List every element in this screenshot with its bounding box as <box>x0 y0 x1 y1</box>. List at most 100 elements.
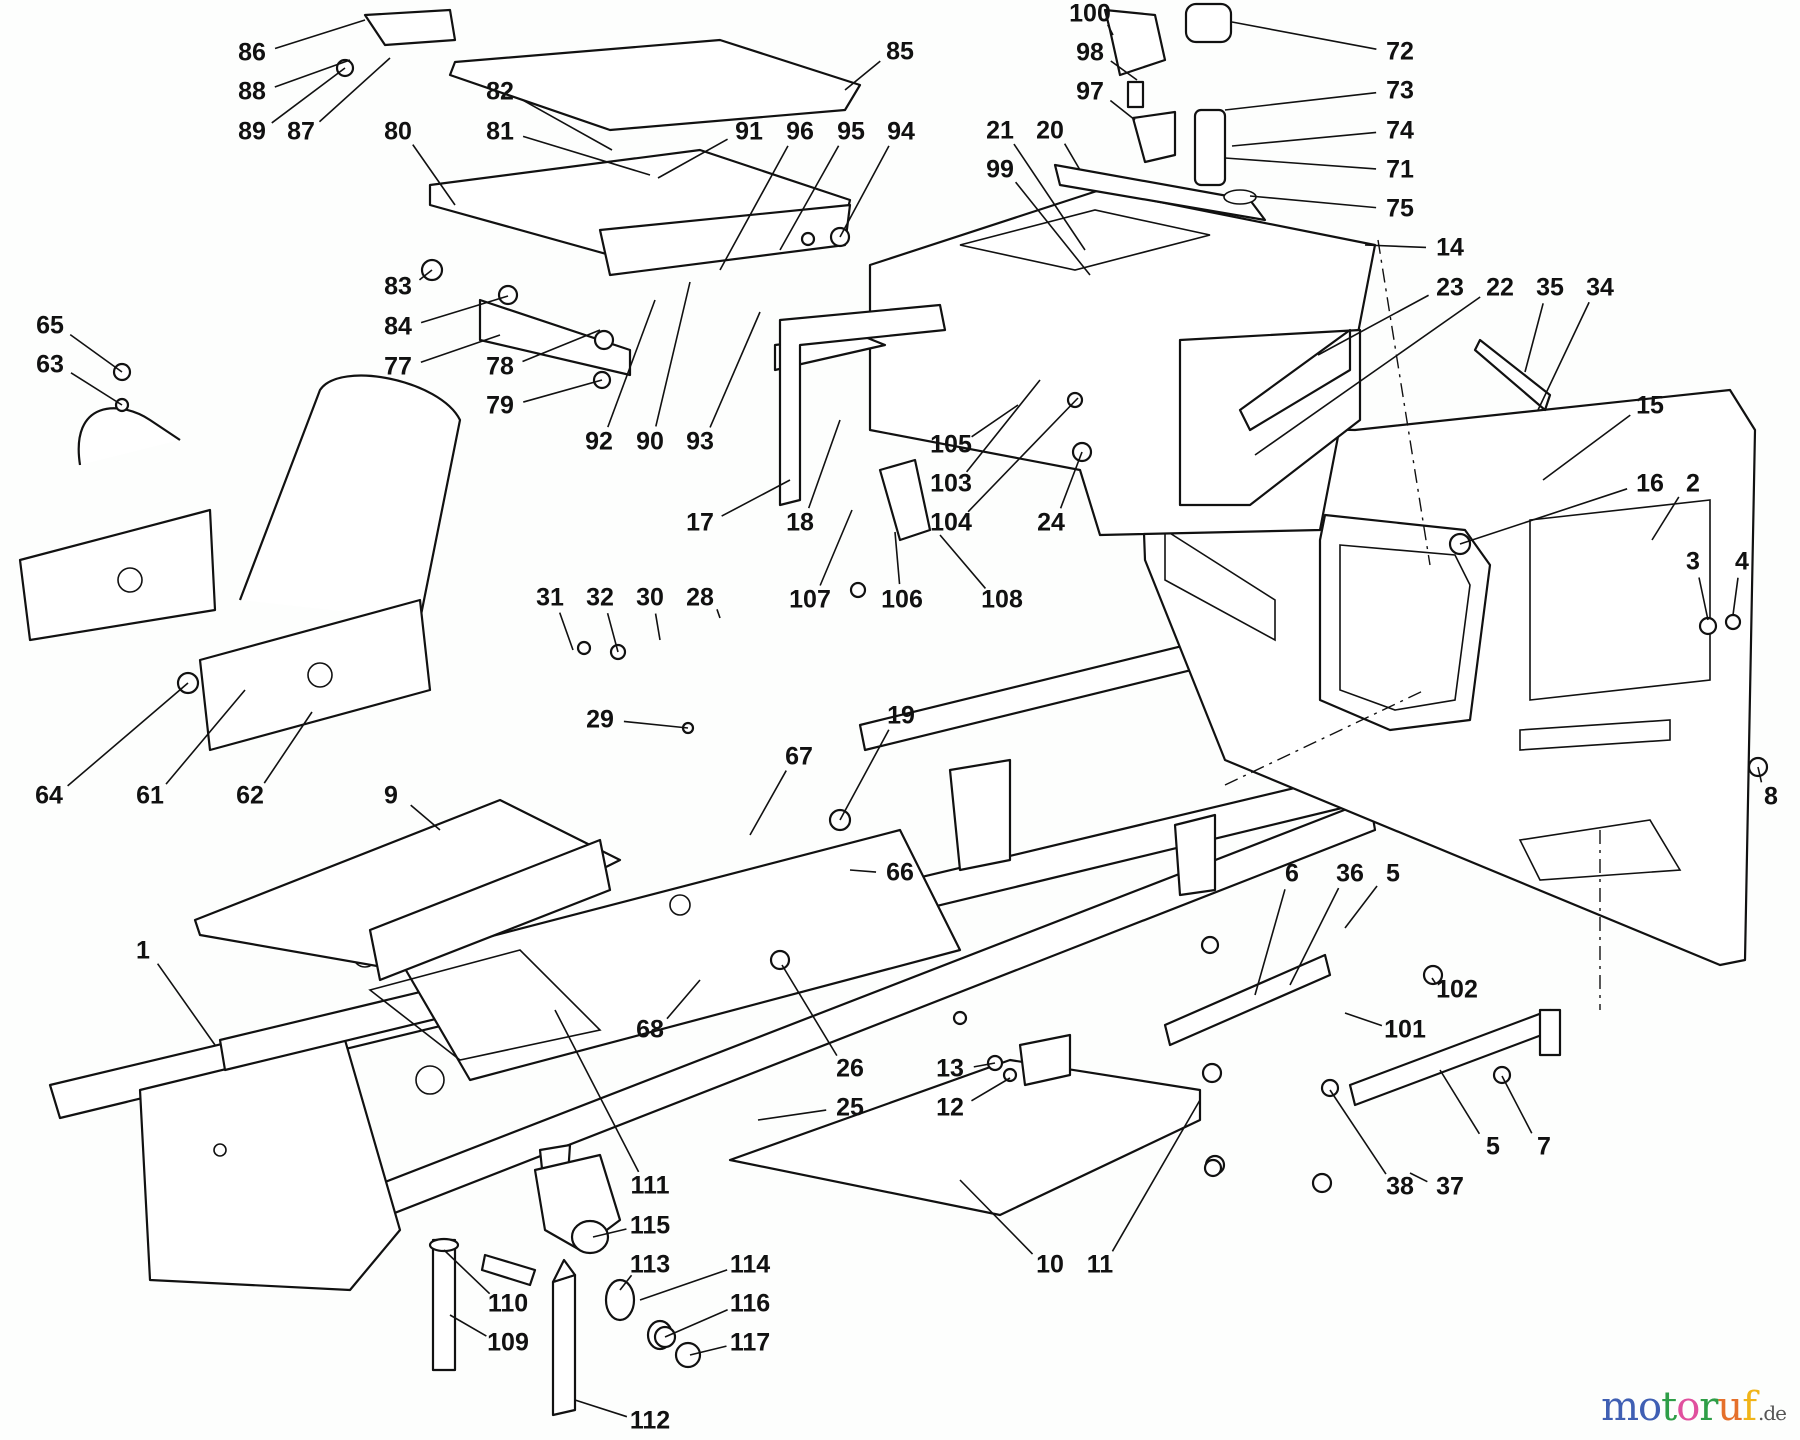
callout-label-90: 90 <box>636 427 664 456</box>
callout-label-78: 78 <box>486 352 514 381</box>
callout-label-68: 68 <box>636 1015 664 1044</box>
callout-label-102: 102 <box>1436 975 1478 1004</box>
callout-label-87: 87 <box>287 117 315 146</box>
leader-line-100 <box>1107 24 1114 36</box>
leader-line-71 <box>1224 157 1377 170</box>
callout-label-63: 63 <box>36 350 64 379</box>
callout-label-15: 15 <box>1636 391 1664 420</box>
callout-label-28: 28 <box>686 583 714 612</box>
leader-line-11 <box>1111 1099 1201 1252</box>
leader-line-28 <box>716 609 721 619</box>
leader-line-108 <box>939 534 987 589</box>
leader-line-5 <box>1344 885 1378 929</box>
callout-label-85: 85 <box>886 37 914 66</box>
callout-label-105: 105 <box>930 430 972 459</box>
callout-label-12: 12 <box>936 1093 964 1122</box>
callout-label-30: 30 <box>636 583 664 612</box>
callout-label-96: 96 <box>786 117 814 146</box>
callout-label-24: 24 <box>1037 508 1065 537</box>
leader-line-22 <box>1254 296 1481 456</box>
callout-label-82: 82 <box>486 77 514 106</box>
leader-line-15 <box>1542 414 1631 481</box>
watermark-tld: .de <box>1758 1401 1787 1425</box>
leader-line-23 <box>1317 294 1429 356</box>
callout-label-66: 66 <box>886 858 914 887</box>
leader-line-116 <box>664 1309 728 1338</box>
leader-line-2 <box>1651 496 1680 541</box>
callout-label-5: 5 <box>1486 1132 1500 1161</box>
callout-label-31: 31 <box>536 583 564 612</box>
callout-label-97: 97 <box>1076 77 1104 106</box>
callout-label-11: 11 <box>1086 1250 1114 1279</box>
callout-label-84: 84 <box>384 312 412 341</box>
watermark-letter: r <box>1699 1384 1718 1430</box>
leader-line-1 <box>156 963 216 1046</box>
leader-line-68 <box>666 979 701 1020</box>
callout-label-64: 64 <box>35 781 63 810</box>
leader-line-115 <box>592 1228 627 1238</box>
callout-label-20: 20 <box>1036 116 1064 145</box>
leader-line-29 <box>623 720 689 729</box>
callout-label-73: 73 <box>1386 76 1414 105</box>
watermark-letter: o <box>1676 1384 1700 1430</box>
leader-line-36 <box>1289 887 1340 986</box>
leader-line-92 <box>607 299 656 428</box>
callout-label-38: 38 <box>1386 1172 1414 1201</box>
callout-label-116: 116 <box>729 1289 771 1318</box>
leader-line-62 <box>263 711 313 784</box>
callout-label-94: 94 <box>887 117 915 146</box>
leader-line-112 <box>574 1399 628 1418</box>
callout-label-72: 72 <box>1386 37 1414 66</box>
callout-label-7: 7 <box>1537 1132 1551 1161</box>
leader-line-5 <box>1439 1069 1481 1135</box>
callout-label-6: 6 <box>1285 859 1299 888</box>
leader-line-78 <box>522 329 601 363</box>
callout-label-8: 8 <box>1764 782 1778 811</box>
leader-line-35 <box>1524 303 1544 373</box>
callout-label-98: 98 <box>1076 38 1104 67</box>
callout-label-9: 9 <box>384 781 398 810</box>
leader-line-80 <box>412 144 456 206</box>
seat-tower <box>868 188 1377 537</box>
alignment-line <box>1377 239 1431 566</box>
callout-label-110: 110 <box>487 1289 529 1318</box>
leader-line-101 <box>1344 1012 1383 1027</box>
callout-label-112: 112 <box>629 1406 671 1435</box>
leader-line-24 <box>1059 451 1083 509</box>
callout-label-99: 99 <box>986 155 1014 184</box>
callout-label-18: 18 <box>786 508 814 537</box>
callout-label-113: 113 <box>629 1250 671 1279</box>
leader-line-79 <box>523 379 603 403</box>
leader-line-110 <box>443 1249 491 1295</box>
callout-label-25: 25 <box>836 1093 864 1122</box>
leader-line-74 <box>1231 131 1377 147</box>
leader-line-38 <box>1329 1089 1387 1175</box>
floor-plates <box>193 798 1202 1217</box>
callout-label-107: 107 <box>789 585 831 614</box>
watermark-letter: o <box>1638 1384 1662 1430</box>
leader-line-107 <box>819 509 853 586</box>
leader-line-105 <box>971 404 1019 438</box>
callout-label-80: 80 <box>384 117 412 146</box>
callout-label-36: 36 <box>1336 859 1364 888</box>
leader-line-72 <box>1231 21 1377 50</box>
callout-label-92: 92 <box>585 427 613 456</box>
leader-line-25 <box>757 1109 827 1121</box>
callout-label-23: 23 <box>1436 273 1464 302</box>
leader-line-104 <box>967 397 1079 513</box>
leader-line-81 <box>522 135 651 176</box>
leader-line-109 <box>449 1314 487 1337</box>
watermark-logo: motoruf.de <box>1601 1384 1787 1430</box>
leader-line-67 <box>749 770 787 836</box>
leader-line-20 <box>1063 143 1081 171</box>
leader-line-106 <box>894 531 901 585</box>
callout-label-81: 81 <box>486 117 514 146</box>
callout-label-37: 37 <box>1436 1172 1464 1201</box>
callout-label-101: 101 <box>1384 1015 1426 1044</box>
callout-label-86: 86 <box>238 38 266 67</box>
leader-line-64 <box>67 682 189 787</box>
callout-label-16: 16 <box>1636 469 1664 498</box>
callout-label-103: 103 <box>930 469 972 498</box>
leader-line-17 <box>721 479 791 517</box>
leader-line-63 <box>70 372 123 406</box>
